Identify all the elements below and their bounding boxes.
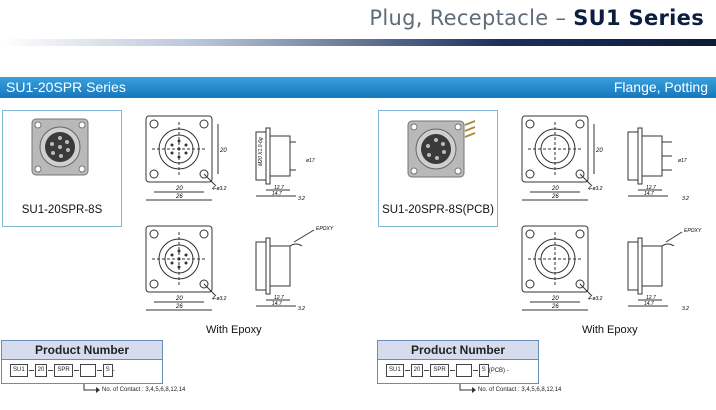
svg-text:3.2: 3.2 (298, 196, 305, 202)
product-photo-right: SU1-20SPR-8S(PCB) (378, 110, 498, 227)
header-divider (0, 39, 716, 46)
svg-text:4-ø3.2: 4-ø3.2 (212, 296, 227, 302)
svg-text:M20 X1.0-6g: M20 X1.0-6g (258, 137, 264, 166)
svg-text:ø17: ø17 (678, 158, 687, 164)
svg-text:12.7: 12.7 (646, 295, 656, 301)
svg-text:20: 20 (551, 186, 559, 192)
arrow-icon (83, 384, 100, 393)
section-bar: SU1-20SPR Series Flange, Potting (0, 77, 716, 98)
svg-text:3.2: 3.2 (298, 306, 305, 312)
with-epoxy-label-right: With Epoxy (582, 324, 638, 336)
svg-text:26: 26 (175, 304, 183, 310)
arrow-icon (459, 384, 476, 393)
product-photo-left: SU1-20SPR-8S (2, 110, 122, 227)
connector-photo-pcb (407, 120, 476, 178)
product-number-heading: Product Number (378, 341, 538, 360)
series-name: SU1-20SPR Series (6, 79, 126, 95)
contact-note: No. of Contact : 3,4,5,6,8,12,14 (102, 387, 186, 393)
svg-text:14.7: 14.7 (272, 301, 282, 307)
mount-type: Flange, Potting (613, 79, 708, 95)
dim-26: 26 (175, 194, 183, 200)
photo-caption: SU1-20SPR-8S (21, 204, 103, 216)
side-view-drawing-epoxy: EPOXY 12.7 14.7 3.2 (255, 226, 334, 312)
contact-note-right: No. of Contact : 3,4,5,6,8,12,14 (478, 387, 562, 393)
svg-text:EPOXY: EPOXY (316, 226, 334, 232)
side-view-drawing: 12.7 14.7 3.2 M20 X1.0-6g ø17 (255, 127, 315, 202)
dim-20-v: 20 (219, 148, 227, 154)
svg-text:ø17: ø17 (306, 158, 315, 164)
photo-caption: SU1-20SPR-8S(PCB) (382, 204, 494, 216)
svg-text:14.7: 14.7 (644, 191, 654, 197)
svg-text:3.2: 3.2 (682, 196, 689, 202)
page-title-series: SU1 Series (573, 6, 704, 30)
side-view-drawing-pcb-epoxy: EPOXY 12.7 14.7 3.2 (627, 228, 702, 312)
svg-text:4-ø3.2: 4-ø3.2 (588, 296, 603, 302)
front-view-drawing-pcb: 20 26 20 4-ø3.2 (521, 115, 603, 201)
svg-text:14.7: 14.7 (272, 191, 282, 197)
svg-text:20: 20 (551, 296, 559, 302)
dim-hole: 4-ø3.2 (212, 186, 227, 192)
front-view-drawing-epoxy: 20 26 4-ø3.2 (145, 225, 227, 311)
svg-text:12.7: 12.7 (646, 185, 656, 191)
svg-text:14.7: 14.7 (644, 301, 654, 307)
with-epoxy-label: With Epoxy (206, 324, 262, 336)
svg-text:26: 26 (551, 304, 559, 310)
svg-text:12.7: 12.7 (274, 295, 284, 301)
svg-text:EPOXY: EPOXY (684, 228, 702, 234)
svg-text:26: 26 (551, 194, 559, 200)
svg-text:20: 20 (175, 296, 183, 302)
svg-text:12.7: 12.7 (274, 185, 284, 191)
svg-text:20: 20 (595, 148, 603, 154)
svg-text:3.2: 3.2 (682, 306, 689, 312)
front-view-drawing-pcb-epoxy: 20 26 4-ø3.2 (521, 225, 603, 311)
svg-text:4-ø3.2: 4-ø3.2 (588, 186, 603, 192)
product-number-heading: Product Number (2, 341, 162, 360)
page-title-prefix: Plug, Receptacle – (369, 6, 574, 30)
front-view-drawing: 20 26 20 4-ø3.2 (145, 115, 227, 201)
dim-20: 20 (175, 186, 183, 192)
connector-photo (31, 118, 89, 176)
page-title: Plug, Receptacle – SU1 Series (369, 6, 704, 30)
side-view-drawing-pcb: 12.7 14.7 3.2 ø17 (627, 127, 689, 202)
